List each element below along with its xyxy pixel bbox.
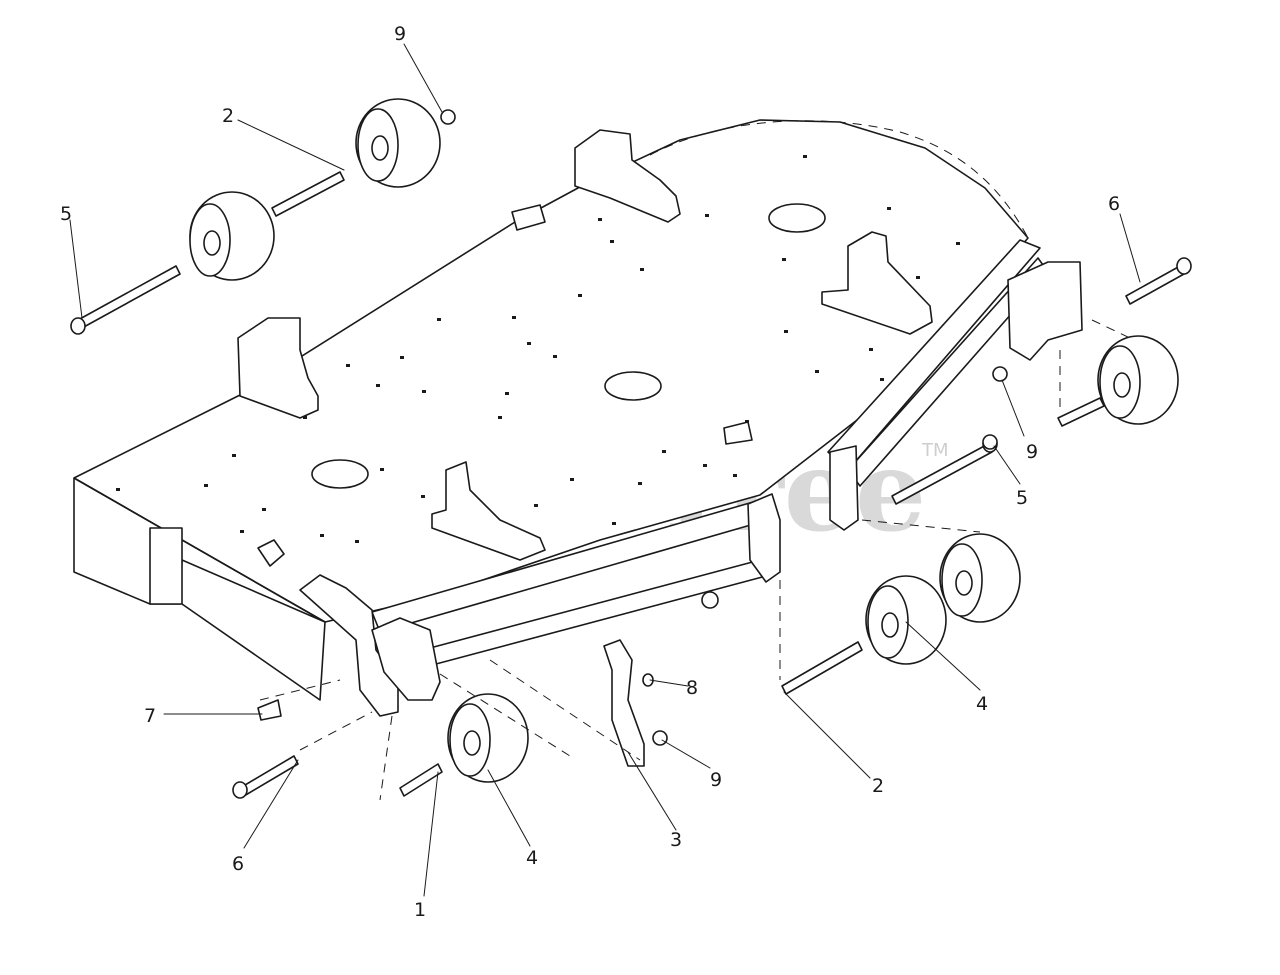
locknut-bracket [652,730,668,746]
deck-bracket-rear-right [821,231,933,335]
anti-scalp-wheel-right-front-outer [939,533,1021,623]
callout-5-right: 5 [1016,487,1028,509]
deck-bracket-front-center [431,461,546,561]
callout-6-front: 6 [232,853,244,875]
callout-9-top: 9 [394,23,406,45]
callout-4-right: 4 [976,693,988,715]
deck-rear-rim [649,120,1029,239]
shoulder-bolt-left [77,265,181,329]
spacer-right-front [781,641,863,695]
callouts: 9 2 5 6 9 5 4 2 8 9 3 4 1 6 7 [60,23,1120,921]
shoulder-bolt-front [239,755,299,797]
deck-side-panel [149,527,183,605]
spacer-front [399,763,443,797]
spindle-opening-center [604,371,662,401]
deck-tab-front [257,539,285,567]
wheel-bracket [603,639,645,767]
spindle-opening-left [311,459,369,489]
shoulder-bolt-front-head [232,781,248,799]
callout-3: 3 [670,829,682,851]
spindle-opening-rear [768,203,826,233]
callout-9-bottom: 9 [710,769,722,791]
callout-9-right: 9 [1026,441,1038,463]
deck-bracket-front-left [237,317,319,419]
deck-bracket-rear-flange [511,204,546,231]
anti-scalp-wheel-front [447,693,529,783]
callout-5-left: 5 [60,203,72,225]
spacer-right-rear [1057,397,1105,427]
locknut-top [440,109,456,125]
deck-bracket-rear-left [574,129,681,223]
deck-top-plate [73,119,1029,623]
short-bolt [257,699,282,721]
callout-7: 7 [144,705,156,727]
right-rear-side-plate [1007,261,1083,361]
assembly-lines [259,319,1131,801]
spacer-top [271,171,345,217]
callout-8: 8 [686,677,698,699]
mower-deck [73,119,1029,701]
deck-tab-center [723,421,753,445]
right-front-side-plate [747,493,781,583]
anti-scalp-wheel-right-front-inner [865,575,947,665]
callout-6-right: 6 [1108,193,1120,215]
callout-1: 1 [414,899,426,921]
frame-assembly [299,239,1083,717]
exploded-parts [70,98,1192,799]
callout-2-top: 2 [222,105,234,127]
left-side-plate [371,617,441,701]
watermark-trademark: TM [921,440,949,461]
callout-2-bottom: 2 [872,775,884,797]
locknut-right-lower [982,434,998,450]
leader-lines [69,43,1141,897]
shoulder-bolt-right-rear-head [1176,257,1192,275]
anti-scalp-wheel-top [355,98,441,188]
anti-scalp-wheel-left [189,191,275,281]
locknut-right [992,366,1008,382]
right-side-plate [829,445,859,531]
locknut-center [701,591,719,609]
shoulder-bolt-left-head [70,317,86,335]
shoulder-bolt-right-rear [1125,265,1185,305]
callout-4-front: 4 [526,847,538,869]
anti-scalp-wheel-right-rear [1097,335,1179,425]
